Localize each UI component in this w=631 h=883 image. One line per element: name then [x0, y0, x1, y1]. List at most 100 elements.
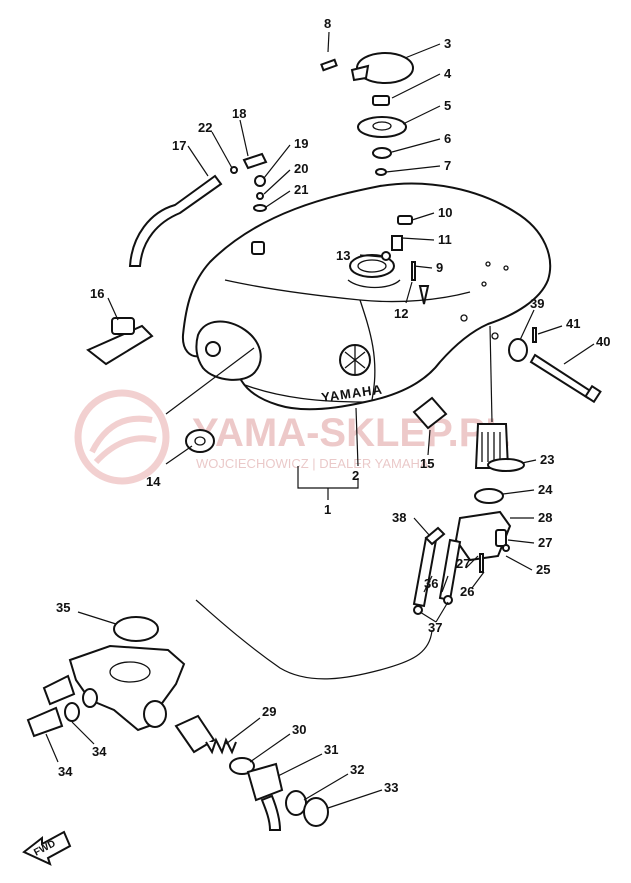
callout-9: 9: [436, 260, 443, 275]
housing-flange-bore: [143, 700, 167, 728]
leader-line: [505, 555, 533, 571]
leader-line: [71, 721, 95, 745]
leader-line: [404, 43, 441, 59]
fuel-cock-screw: [502, 544, 510, 552]
fuel-cock-axis-line: [489, 325, 493, 423]
leader-line: [211, 131, 233, 169]
mount-hole: [460, 314, 468, 322]
rear-mount-tab: [111, 317, 135, 335]
housing-body: [68, 644, 186, 732]
watermark-logo-swoosh-icon: [89, 415, 157, 465]
callout-33: 33: [384, 780, 398, 795]
front-damper-hole: [194, 436, 206, 446]
callout-38: 37: [428, 620, 442, 635]
cap-clip: [375, 168, 387, 176]
plunger-circlip: [303, 797, 329, 827]
callout-36: 35: [56, 600, 70, 615]
leader-line: [413, 265, 433, 269]
cap-assembly: [320, 52, 414, 176]
mount-hole: [481, 281, 487, 287]
leader-line: [277, 753, 323, 777]
fuel-hose-left: [412, 536, 438, 608]
callout-3: 3: [444, 36, 451, 51]
fuel-cock-elbow: [424, 526, 446, 546]
emblem-pin: [411, 261, 416, 281]
callout-20: 20: [294, 161, 308, 176]
callout-32: 32: [350, 762, 364, 777]
leader-line: [391, 73, 441, 99]
lower-housing-assembly: [26, 616, 329, 831]
callout-27: 27: [456, 556, 470, 571]
fuel-filter-base: [487, 458, 525, 472]
housing-port: [109, 661, 151, 683]
leader-line: [265, 190, 291, 208]
emblem-nut: [381, 251, 391, 261]
callout-21: 21: [294, 182, 308, 197]
fuel-tank-lower-edge: [244, 384, 366, 403]
callout-5: 5: [444, 98, 451, 113]
fwd-arrow: FWD: [22, 830, 72, 866]
callout-18: 18: [232, 106, 246, 121]
callout-13: 13: [336, 248, 350, 263]
leader-line: [427, 429, 431, 456]
fuel-tank: YAMAHA: [181, 182, 552, 411]
front-damper: [185, 429, 215, 453]
tuning-fork-emblem-detail: [344, 346, 366, 374]
leader-line: [401, 237, 435, 241]
mount-collar: [508, 338, 528, 362]
callout-34: 34: [58, 764, 73, 779]
cap-washer: [372, 147, 392, 159]
filler-neck-inner: [357, 259, 387, 273]
leader-line: [187, 145, 209, 177]
mount-hole: [503, 265, 509, 271]
leader-line: [519, 309, 535, 341]
callout-14: 14: [146, 474, 161, 489]
fuel-tank-seam: [224, 279, 471, 303]
callouts: 8 3 4 5 6 7 22 18 17 19 20 21 10 11 9 13…: [56, 16, 610, 795]
leader-line: [77, 611, 117, 625]
plunger-hose: [260, 794, 282, 831]
callout-42: 41: [566, 316, 580, 331]
callout-23: 23: [540, 452, 554, 467]
callout-12: 12: [394, 306, 408, 321]
breather-clip: [230, 166, 238, 174]
leader-line: [413, 517, 431, 537]
fwd-arrow-icon: [22, 830, 72, 866]
fuel-hose-clip: [443, 595, 453, 605]
leader-line: [263, 144, 291, 179]
leader-line: [107, 297, 119, 321]
callout-16: 16: [90, 286, 104, 301]
cap-nut: [372, 95, 390, 106]
breather-elbow: [242, 152, 268, 170]
leader-line: [327, 789, 383, 809]
callout-28: 28: [538, 510, 552, 525]
leader-line: [411, 212, 435, 221]
cap-gasket-inner: [372, 121, 392, 131]
leader-line: [435, 601, 449, 623]
callout-4: 4: [444, 66, 452, 81]
callout-39: 38: [392, 510, 406, 525]
callout-35: 34: [92, 744, 107, 759]
leader-line: [441, 575, 449, 593]
cap-hinge: [350, 64, 370, 82]
leader-lines: [45, 31, 595, 809]
callout-31: 31: [324, 742, 338, 757]
side-damper-bracket: [412, 396, 448, 430]
inlet-nipple-lower: [26, 706, 64, 738]
callout-19: 19: [294, 136, 308, 151]
callout-7: 7: [444, 158, 451, 173]
emblem-screw-clip: [391, 235, 403, 251]
leader-line: [303, 773, 349, 801]
breather-nut: [254, 175, 266, 187]
callout-15: 15: [420, 456, 434, 471]
breather-nipple: [251, 241, 265, 255]
leader-line: [249, 733, 291, 763]
leader-line: [402, 105, 441, 125]
callout-25: 25: [536, 562, 550, 577]
breather-hose-assembly: [128, 152, 268, 267]
callout-22: 22: [198, 120, 212, 135]
breather-seal: [253, 204, 267, 212]
leader-line: [521, 459, 537, 464]
mounting-hardware: [86, 215, 602, 453]
